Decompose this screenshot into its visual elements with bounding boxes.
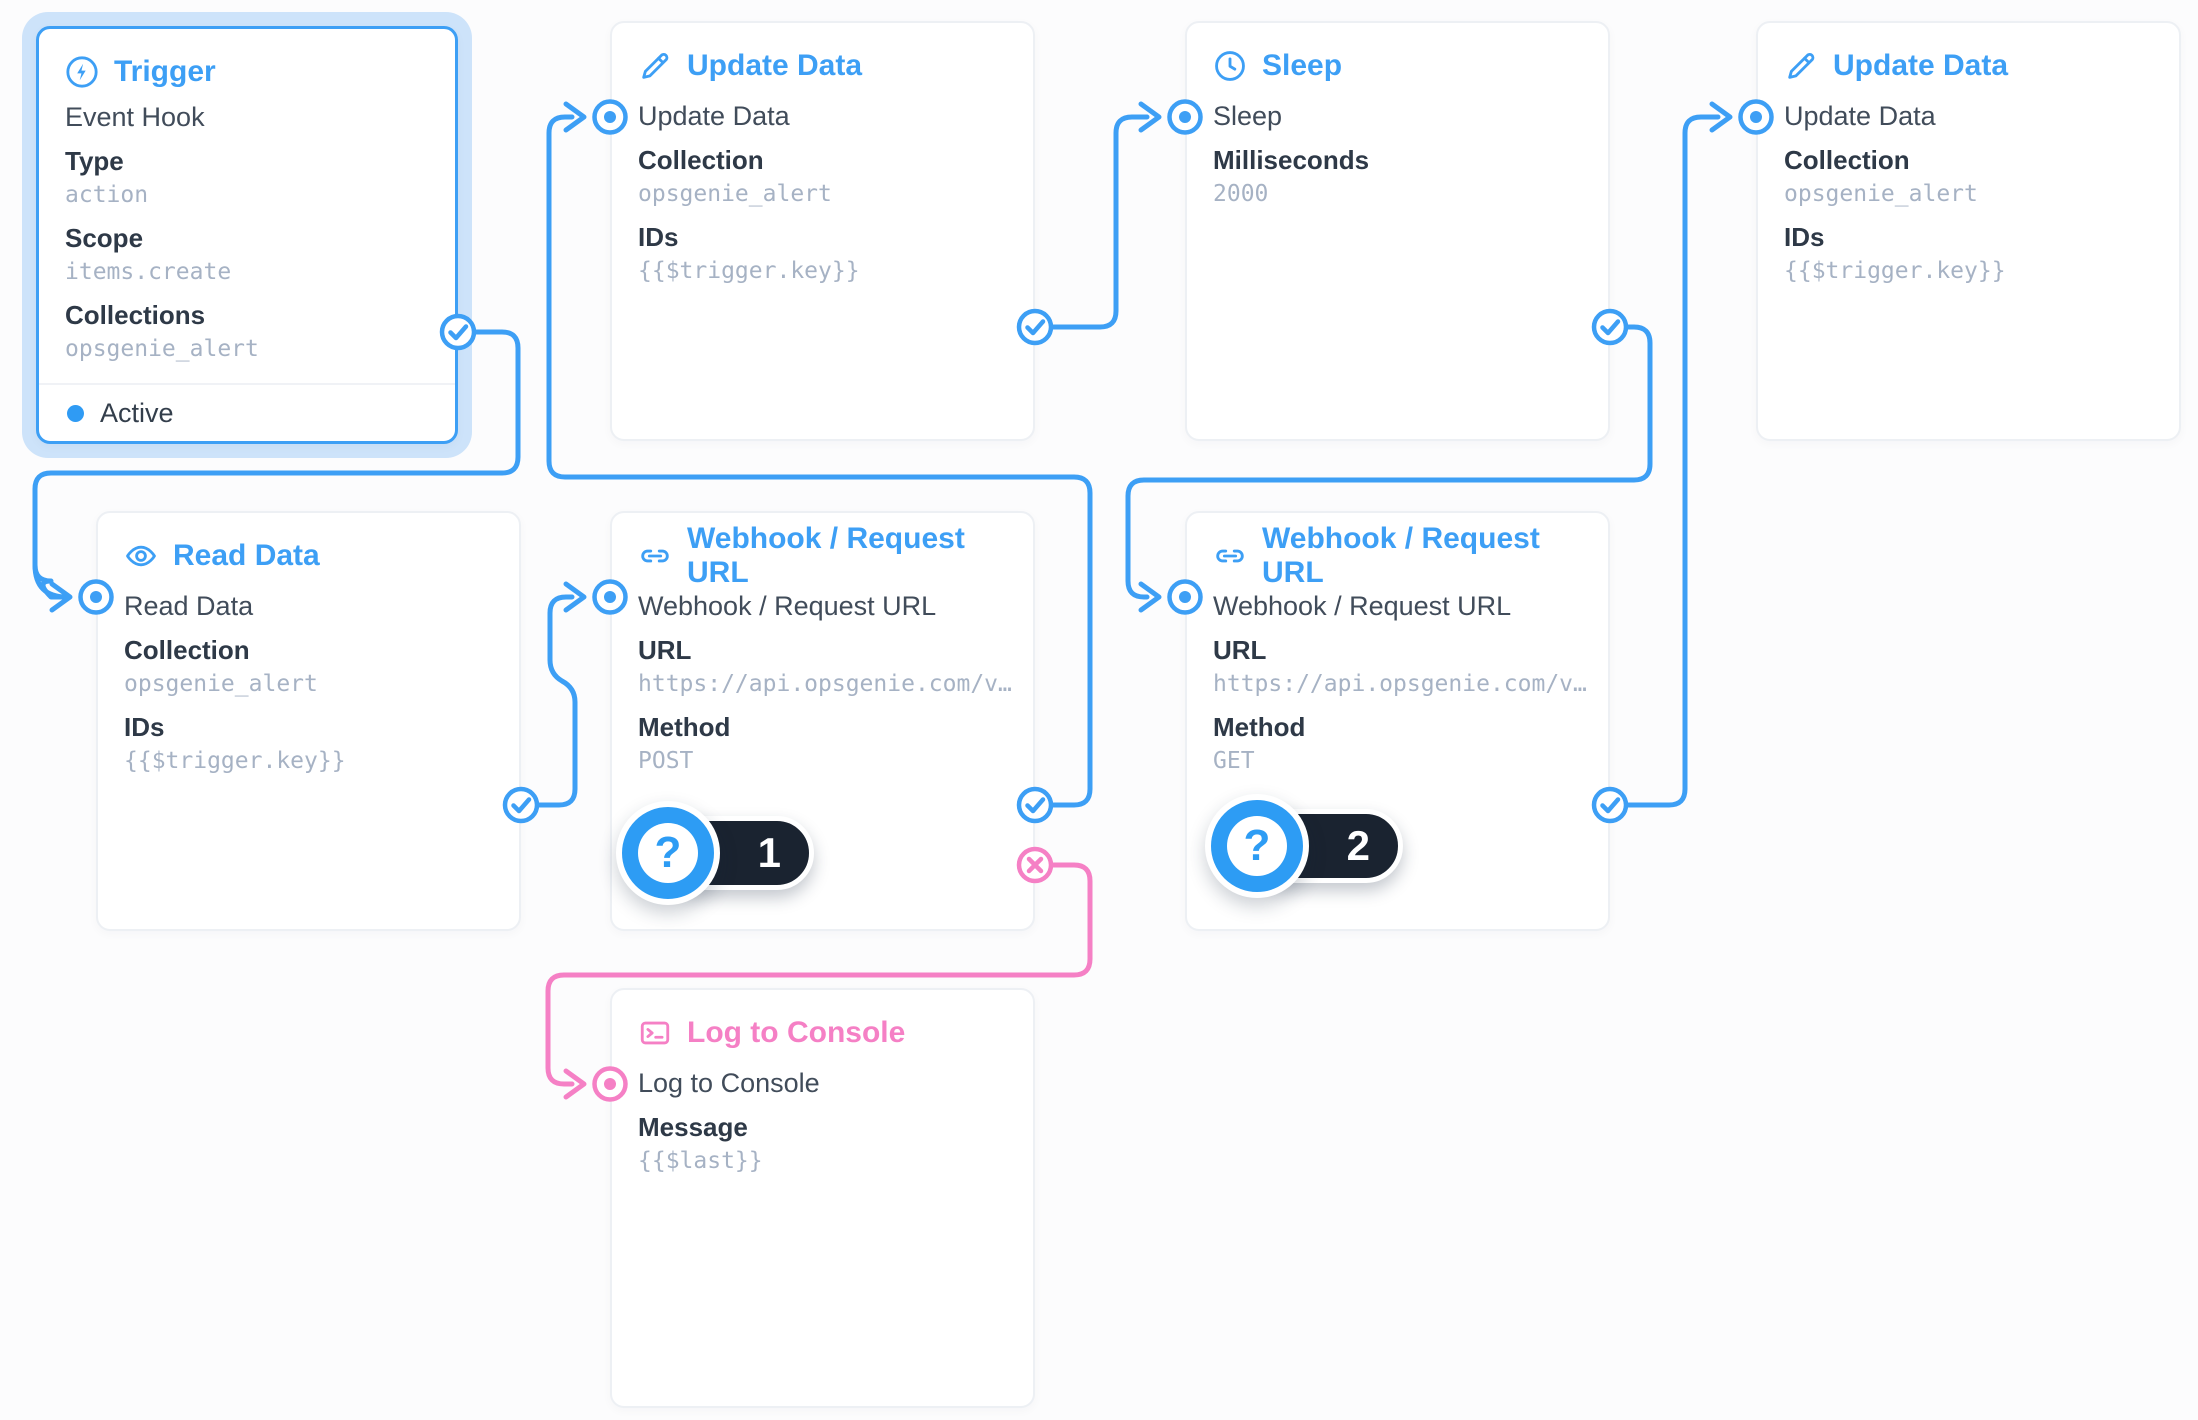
operation-name: Webhook / Request URL <box>638 591 937 621</box>
node-sleep[interactable]: Sleep Sleep Milliseconds 2000 <box>1185 21 1610 441</box>
edge-read-to-webhook1 <box>518 594 578 808</box>
question-icon: ? <box>616 801 720 905</box>
pencil-icon <box>638 49 672 83</box>
status-badge: Active <box>100 397 174 428</box>
field-value: https://api.opsgenie.com/v… <box>638 671 1012 697</box>
field-value: {{$trigger.key}} <box>1784 258 2006 284</box>
node-title: Update Data <box>687 49 863 82</box>
run-badge-webhook2[interactable]: 2 ? <box>1205 794 1405 898</box>
node-update-data-2[interactable]: Update Data Update Data Collection opsge… <box>1756 21 2181 441</box>
field-label: Collection <box>124 635 250 665</box>
field-value: POST <box>638 748 694 774</box>
field-label: Message <box>638 1112 748 1142</box>
node-title: Read Data <box>173 539 320 572</box>
bolt-circle-icon <box>65 55 99 89</box>
field-label: Scope <box>65 223 144 253</box>
node-log-to-console[interactable]: Log to Console Log to Console Message {{… <box>610 988 1035 1408</box>
arrowhead <box>49 581 73 613</box>
field-value: {{$trigger.key}} <box>124 748 346 774</box>
eye-icon <box>124 539 158 573</box>
field-label: Collection <box>1784 145 1910 175</box>
link-icon <box>1213 539 1247 573</box>
arrowhead <box>1138 581 1162 613</box>
arrowhead <box>1709 101 1733 133</box>
node-title: Log to Console <box>687 1016 906 1049</box>
operation-name: Sleep <box>1213 101 1283 131</box>
operation-name: Update Data <box>1784 101 1936 131</box>
node-trigger[interactable]: Trigger Event Hook Type action Scope ite… <box>36 26 458 444</box>
field-label: URL <box>638 635 692 665</box>
active-status-dot <box>67 404 84 422</box>
field-value: action <box>65 182 149 208</box>
trigger-status-row: Active <box>39 383 455 441</box>
arrowhead <box>563 1068 587 1100</box>
field-label: Method <box>638 712 731 742</box>
arrowhead <box>1138 101 1162 133</box>
node-header: Webhook / Request URL <box>1213 522 1592 589</box>
run-badge-webhook1[interactable]: 1 ? <box>616 801 816 905</box>
node-header: Update Data <box>1784 47 2163 85</box>
field-label: Collections <box>65 300 206 330</box>
field-label: Type <box>65 146 124 176</box>
node-header: Sleep <box>1213 47 1592 85</box>
node-title: Webhook / Request URL <box>1262 522 1540 589</box>
field-value: opsgenie_alert <box>638 181 832 207</box>
field-value: opsgenie_alert <box>65 336 259 362</box>
field-value: opsgenie_alert <box>1784 181 1978 207</box>
field-label: Collection <box>638 145 764 175</box>
trigger-type-name: Event Hook <box>65 102 205 132</box>
field-value: https://api.opsgenie.com/v… <box>1213 671 1587 697</box>
field-label: Milliseconds <box>1213 145 1370 175</box>
link-icon <box>638 539 672 573</box>
field-label: URL <box>1213 635 1267 665</box>
node-read-data[interactable]: Read Data Read Data Collection opsgenie_… <box>96 511 521 931</box>
run-count: 1 <box>757 829 781 876</box>
node-title: Webhook / Request URL <box>687 522 965 589</box>
operation-name: Webhook / Request URL <box>1213 591 1512 621</box>
node-header: Update Data <box>638 47 1017 85</box>
node-trigger-header: Trigger <box>65 53 439 91</box>
field-value: 2000 <box>1213 181 1269 207</box>
field-value: {{$trigger.key}} <box>638 258 860 284</box>
operation-name: Update Data <box>638 101 790 131</box>
arrowhead <box>563 581 587 613</box>
field-value: {{$last}} <box>638 1148 763 1174</box>
node-header: Webhook / Request URL <box>638 522 1017 589</box>
field-value: opsgenie_alert <box>124 671 318 697</box>
arrowhead <box>563 101 587 133</box>
field-label: IDs <box>638 222 679 252</box>
run-count: 2 <box>1346 822 1370 869</box>
edge-update1-to-sleep <box>1032 114 1150 330</box>
field-label: Method <box>1213 712 1306 742</box>
terminal-icon <box>638 1016 672 1050</box>
node-title: Update Data <box>1833 49 2009 82</box>
clock-icon <box>1213 49 1247 83</box>
field-value: items.create <box>65 259 232 285</box>
question-icon: ? <box>1205 794 1309 898</box>
field-value: GET <box>1213 748 1255 774</box>
node-header: Log to Console <box>638 1014 1017 1052</box>
operation-name: Log to Console <box>638 1068 820 1098</box>
field-label: IDs <box>1784 222 1825 252</box>
edge-webhook2-to-update2 <box>1607 114 1721 808</box>
node-update-data-1[interactable]: Update Data Update Data Collection opsge… <box>610 21 1035 441</box>
operation-name: Read Data <box>124 591 254 621</box>
pencil-icon <box>1784 49 1818 83</box>
node-title: Sleep <box>1262 49 1343 82</box>
node-title: Trigger <box>114 55 216 88</box>
node-header: Read Data <box>124 537 503 575</box>
field-label: IDs <box>124 712 165 742</box>
